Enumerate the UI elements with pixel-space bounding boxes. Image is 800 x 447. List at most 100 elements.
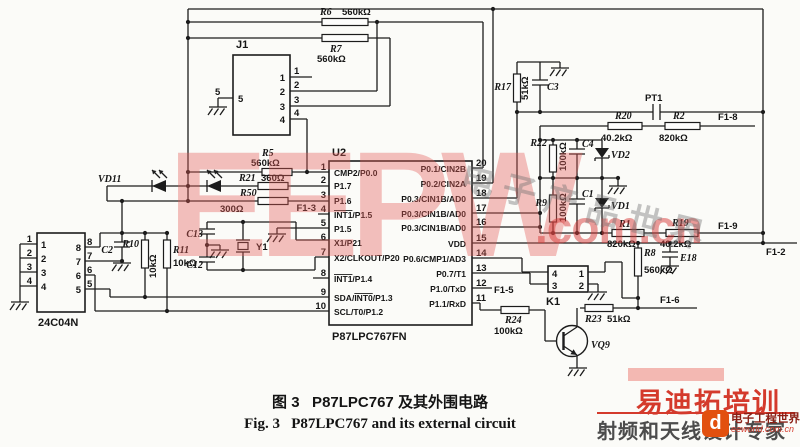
resistor-r1 — [611, 228, 645, 238]
j1-pin-number-inner: 2 — [280, 87, 285, 98]
resistor-r24 — [500, 305, 530, 315]
eeworld-logo-url: eeworld.com.cn — [731, 424, 795, 434]
resistor-r6 — [321, 17, 369, 27]
u2-pin-number: 7 — [321, 247, 326, 258]
u2-pin-number: 10 — [315, 301, 326, 312]
eeprom-pin-number: 4 — [27, 276, 33, 287]
eeprom-body — [36, 232, 86, 313]
k1-designator: K1 — [546, 296, 560, 308]
u2-pin-label: P1.5 — [334, 224, 352, 234]
resistor-r23 — [584, 303, 614, 313]
f1-6-label: F1-6 — [660, 295, 680, 306]
u2-pin-label: P1.6 — [334, 196, 352, 206]
u2-pin-number: 18 — [476, 188, 487, 199]
diode-vd2 — [594, 148, 610, 161]
eeprom-pin-number: 1 — [27, 234, 33, 245]
r22-ref: R22 — [529, 138, 547, 149]
c13-ref: C13 — [186, 229, 203, 240]
u2-pin-label: P0.2/CIN2A — [421, 179, 466, 189]
capacitor-c13 — [199, 228, 215, 235]
figure-caption-zh: 图 3 P87LPC767 及其外围电路 — [272, 394, 488, 411]
u2-pin-number: 16 — [476, 217, 487, 228]
eeprom-pin-number-inner: 7 — [76, 257, 81, 268]
j1-body — [232, 54, 291, 136]
j1-designator: J1 — [236, 39, 248, 51]
resistor-r7 — [321, 33, 369, 43]
vd11-ref: VD11 — [98, 174, 121, 185]
ground-symbol — [607, 185, 628, 195]
u2-body — [328, 160, 473, 326]
r7-value: 560kΩ — [317, 54, 346, 65]
c1-ref: C1 — [582, 189, 594, 200]
eeprom-pin-number-inner: 3 — [41, 268, 46, 279]
u2-pin-label: SCL/T0/P1.2 — [334, 307, 383, 317]
eeprom-pin-number: 5 — [87, 279, 93, 290]
r1-value: 820kΩ — [607, 239, 636, 250]
r5-value: 560kΩ — [251, 158, 280, 169]
diode-vd11-b — [206, 169, 223, 192]
r10-value: 10kΩ — [148, 254, 159, 278]
eeworld-logo-icon: d — [702, 410, 729, 437]
transducer-pt1 — [652, 104, 661, 120]
r7-ref: R7 — [329, 44, 343, 55]
r19-ref: R19 — [671, 218, 689, 229]
r19-value: 40.2kΩ — [660, 239, 692, 250]
transistor-vq9 — [555, 324, 589, 368]
resistor-r21 — [257, 181, 289, 191]
r50-value: 300Ω — [220, 204, 244, 215]
u2-pin-number: 14 — [476, 248, 487, 259]
f1-8-label: F1-8 — [718, 112, 738, 123]
u2-pin-number: 19 — [476, 173, 487, 184]
r17-value: 51kΩ — [520, 76, 531, 100]
capacitor-c3 — [532, 79, 548, 86]
resistor-r22 — [548, 144, 558, 173]
k1-pin-number: 3 — [552, 281, 557, 292]
r10-ref: R10 — [121, 239, 139, 250]
u2-pin-number: 9 — [321, 287, 326, 298]
ground-symbol — [9, 301, 30, 311]
u2-pin-label: VDD — [448, 239, 466, 249]
r20-value: 40.2kΩ — [601, 133, 633, 144]
figure-caption-en: Fig. 3 P87LPC767 and its external circui… — [244, 416, 516, 432]
resistor-r5 — [261, 167, 293, 177]
eeprom-pin-number-inner: 2 — [41, 254, 46, 265]
j1-pin-number-inner: 4 — [280, 115, 286, 126]
u2-pin-label: P1.7 — [334, 181, 352, 191]
resistor-r8 — [633, 247, 643, 277]
eeprom-pin-number-inner: 1 — [41, 240, 47, 251]
j1-pin-number-gnd: 5 — [215, 87, 221, 98]
r24-ref: R24 — [504, 315, 522, 326]
u2-pin-label: INT1/P1.5 — [334, 210, 373, 220]
u2-pin-label: CMP2/P0.0 — [334, 168, 378, 178]
y1-ref: Y1 — [256, 242, 268, 253]
u2-pin-label: INT1/P1.4 — [334, 274, 373, 284]
ground-symbol — [207, 106, 228, 116]
capacitor-e18 — [662, 251, 678, 258]
c12-ref: C12 — [186, 260, 203, 271]
circuit-wires — [19, 8, 797, 342]
u2-pin-number: 13 — [476, 263, 487, 274]
u2-pin-label: SDA/INT0/P1.3 — [334, 293, 393, 303]
r21-value: 360Ω — [261, 173, 285, 184]
ground-symbol — [587, 291, 608, 301]
capacitor-c4 — [569, 148, 585, 155]
ground-symbol — [111, 262, 132, 272]
r2-value: 820kΩ — [659, 133, 688, 144]
u2-pin-label: X1/P21 — [334, 238, 362, 248]
u2-pin-label: P0.3/CIN1B/AD0 — [401, 209, 466, 219]
eeprom-pin-number-inner: 8 — [76, 243, 81, 254]
k1-pin-number: 2 — [579, 281, 584, 292]
capacitor-c1 — [569, 198, 585, 205]
u2-pin-number: 17 — [476, 203, 487, 214]
eeprom-pin-number-inner: 5 — [76, 285, 82, 296]
u2-pin-number: 15 — [476, 233, 487, 244]
r23-value: 51kΩ — [607, 314, 631, 325]
crystal-y1 — [236, 239, 250, 253]
u2-pin-label: X2/CLKOUT/P20 — [334, 253, 400, 263]
vd1-ref: VD1 — [611, 201, 630, 212]
eeprom-pin-number: 8 — [87, 237, 92, 248]
eeprom-pin-number: 7 — [87, 251, 92, 262]
u2-pin-number: 12 — [476, 278, 487, 289]
c4-ref: C4 — [582, 139, 594, 150]
